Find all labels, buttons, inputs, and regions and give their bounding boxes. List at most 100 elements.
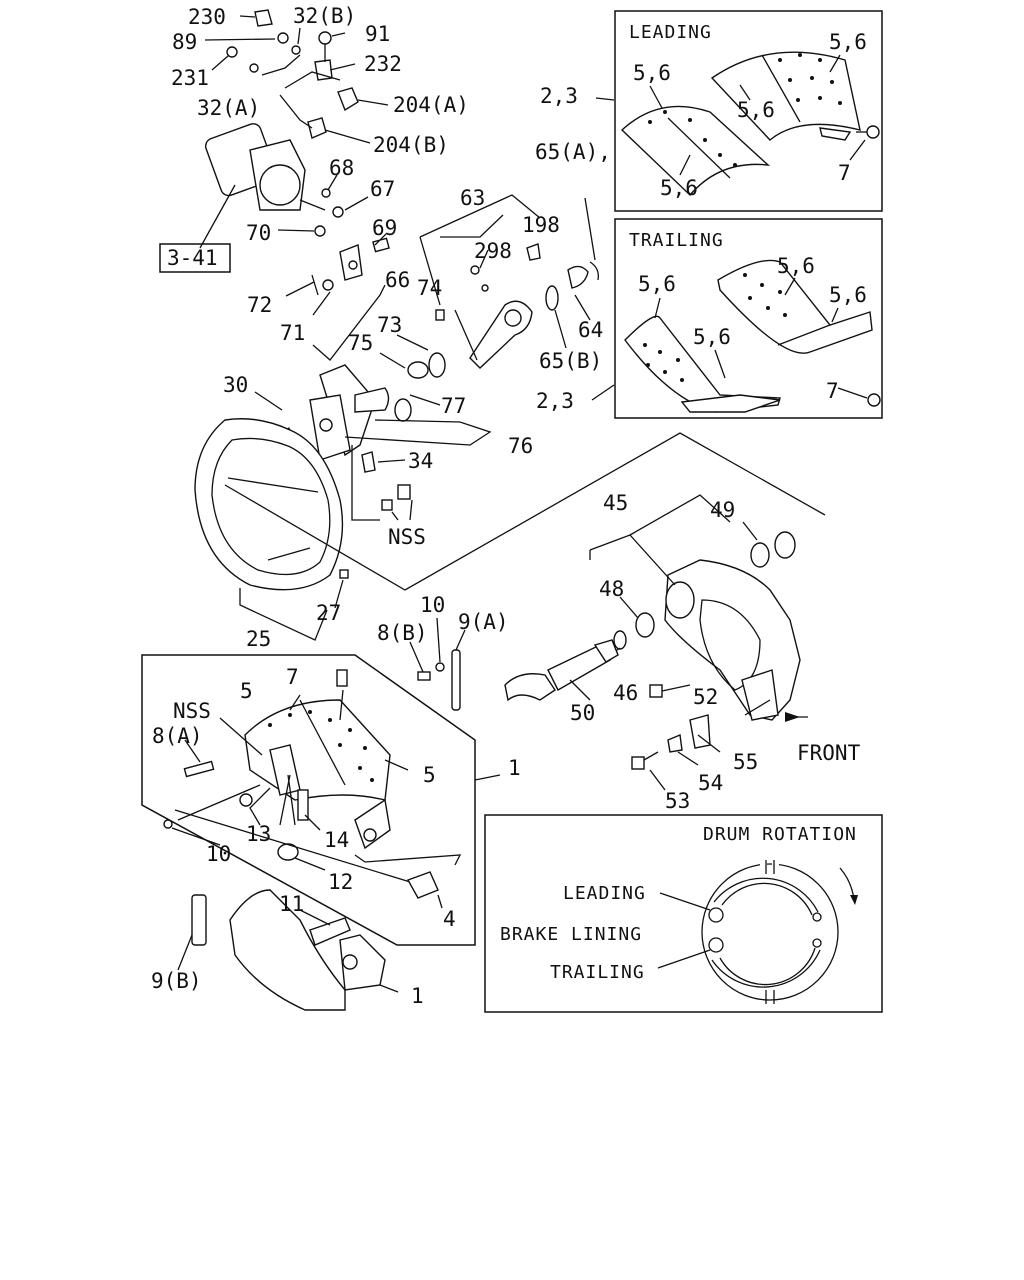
callout-198: 198 — [522, 213, 560, 237]
callout-2-3-bottom: 2,3 — [536, 389, 574, 413]
callout-9b: 9(B) — [151, 969, 202, 993]
front-label: FRONT — [797, 741, 861, 765]
rotation-leading-label: LEADING — [563, 883, 646, 904]
callout-67: 67 — [370, 177, 395, 201]
callout-204a: 204(A) — [393, 93, 469, 117]
shoe-assembly-box — [141, 654, 476, 946]
callout-25: 25 — [246, 627, 271, 651]
leading-label-3: 5,6 — [737, 98, 775, 122]
callout-75: 75 — [348, 331, 373, 355]
leading-linings-illustration — [620, 51, 880, 197]
callout-45: 45 — [603, 491, 628, 515]
callout-52: 52 — [693, 685, 718, 709]
callout-32b: 32(B) — [293, 4, 356, 28]
callout-231: 231 — [171, 66, 209, 90]
callout-76: 76 — [508, 434, 533, 458]
trailing-label-1: 5,6 — [777, 254, 815, 278]
callout-48: 48 — [599, 577, 624, 601]
callout-4: 4 — [443, 907, 456, 931]
trailing-linings-illustration — [624, 259, 881, 413]
callout-27: 27 — [316, 601, 341, 625]
callout-5-right: 5 — [423, 763, 436, 787]
leading-label-2: 5,6 — [633, 61, 671, 85]
callout-9a: 9(A) — [458, 610, 509, 634]
leading-dots — [648, 53, 842, 167]
callout-8b: 8(B) — [377, 621, 428, 645]
callout-7: 7 — [286, 665, 299, 689]
callout-66: 66 — [385, 268, 410, 292]
backing-plate-illustration — [194, 418, 349, 591]
callout-68: 68 — [329, 156, 354, 180]
callout-14: 14 — [324, 828, 349, 852]
callout-34: 34 — [408, 449, 433, 473]
callout-1-bottom: 1 — [411, 984, 424, 1008]
callout-73: 73 — [377, 313, 402, 337]
leading-label-1: 5,6 — [829, 30, 867, 54]
callout-55: 55 — [733, 750, 758, 774]
callout-8a: 8(A) — [152, 724, 203, 748]
brake-lining-label: BRAKE LINING — [500, 924, 642, 945]
callout-69: 69 — [372, 216, 397, 240]
callout-3-41: 3-41 — [167, 246, 218, 270]
callout-5-top: 5 — [240, 679, 253, 703]
callout-13: 13 — [246, 822, 271, 846]
camshaft-illustration — [504, 639, 619, 702]
shoe-dots — [268, 710, 374, 782]
callout-71: 71 — [280, 321, 305, 345]
callout-11: 11 — [279, 892, 304, 916]
callout-54: 54 — [698, 771, 723, 795]
trailing-inset-title: TRAILING — [629, 230, 724, 251]
callout-10-top: 10 — [420, 593, 445, 617]
callout-46: 46 — [613, 681, 638, 705]
brake-chamber-illustration — [204, 9, 359, 211]
callout-1-top: 1 — [508, 756, 521, 780]
drum-rotation-box — [484, 814, 883, 1013]
callout-50: 50 — [570, 701, 595, 725]
callout-70: 70 — [246, 221, 271, 245]
rotation-trailing-label: TRAILING — [550, 962, 645, 983]
callout-65a-line1: 65(A), — [535, 140, 611, 164]
ref-3-41-box — [159, 243, 231, 273]
callout-10-bottom: 10 — [206, 842, 231, 866]
leading-inset-box — [614, 10, 883, 212]
slack-adjuster-illustration — [435, 243, 599, 369]
leading-inset-title: LEADING — [629, 22, 712, 43]
callout-298: 298 — [474, 239, 512, 263]
drum-rotation-title: DRUM ROTATION — [703, 824, 857, 845]
trailing-label-5: 7 — [826, 379, 839, 403]
trailing-inset-box — [614, 218, 883, 419]
callout-nss-bottom: NSS — [173, 699, 211, 723]
callout-12: 12 — [328, 870, 353, 894]
callout-77: 77 — [441, 394, 466, 418]
trailing-dots — [643, 273, 787, 382]
spring-pin-illustration — [417, 649, 461, 711]
trailing-label-4: 5,6 — [693, 325, 731, 349]
callout-63: 63 — [460, 186, 485, 210]
callout-64: 64 — [578, 318, 603, 342]
spider-bracket-illustration — [613, 531, 801, 721]
trailing-label-3: 5,6 — [829, 283, 867, 307]
callout-49: 49 — [710, 498, 735, 522]
clevis-illustration — [311, 237, 390, 296]
callout-72: 72 — [247, 293, 272, 317]
callout-nss-top: NSS — [388, 525, 426, 549]
callout-232: 232 — [364, 52, 402, 76]
drum-rotation-illustration — [701, 856, 858, 1004]
callout-30: 30 — [223, 373, 248, 397]
leading-label-4: 5,6 — [660, 176, 698, 200]
trailing-label-2: 5,6 — [638, 272, 676, 296]
callout-89: 89 — [172, 30, 197, 54]
callout-32a: 32(A) — [197, 96, 260, 120]
callout-74: 74 — [417, 276, 442, 300]
callout-2-3-top: 2,3 — [540, 84, 578, 108]
leading-label-5: 7 — [838, 161, 851, 185]
callout-91: 91 — [365, 22, 390, 46]
callout-65b: 65(B) — [539, 349, 602, 373]
callout-230: 230 — [188, 5, 226, 29]
lower-shoe-illustration — [191, 871, 439, 1011]
callout-204b: 204(B) — [373, 133, 449, 157]
camshaft-bracket-illustration — [279, 352, 446, 473]
callout-53: 53 — [665, 789, 690, 813]
